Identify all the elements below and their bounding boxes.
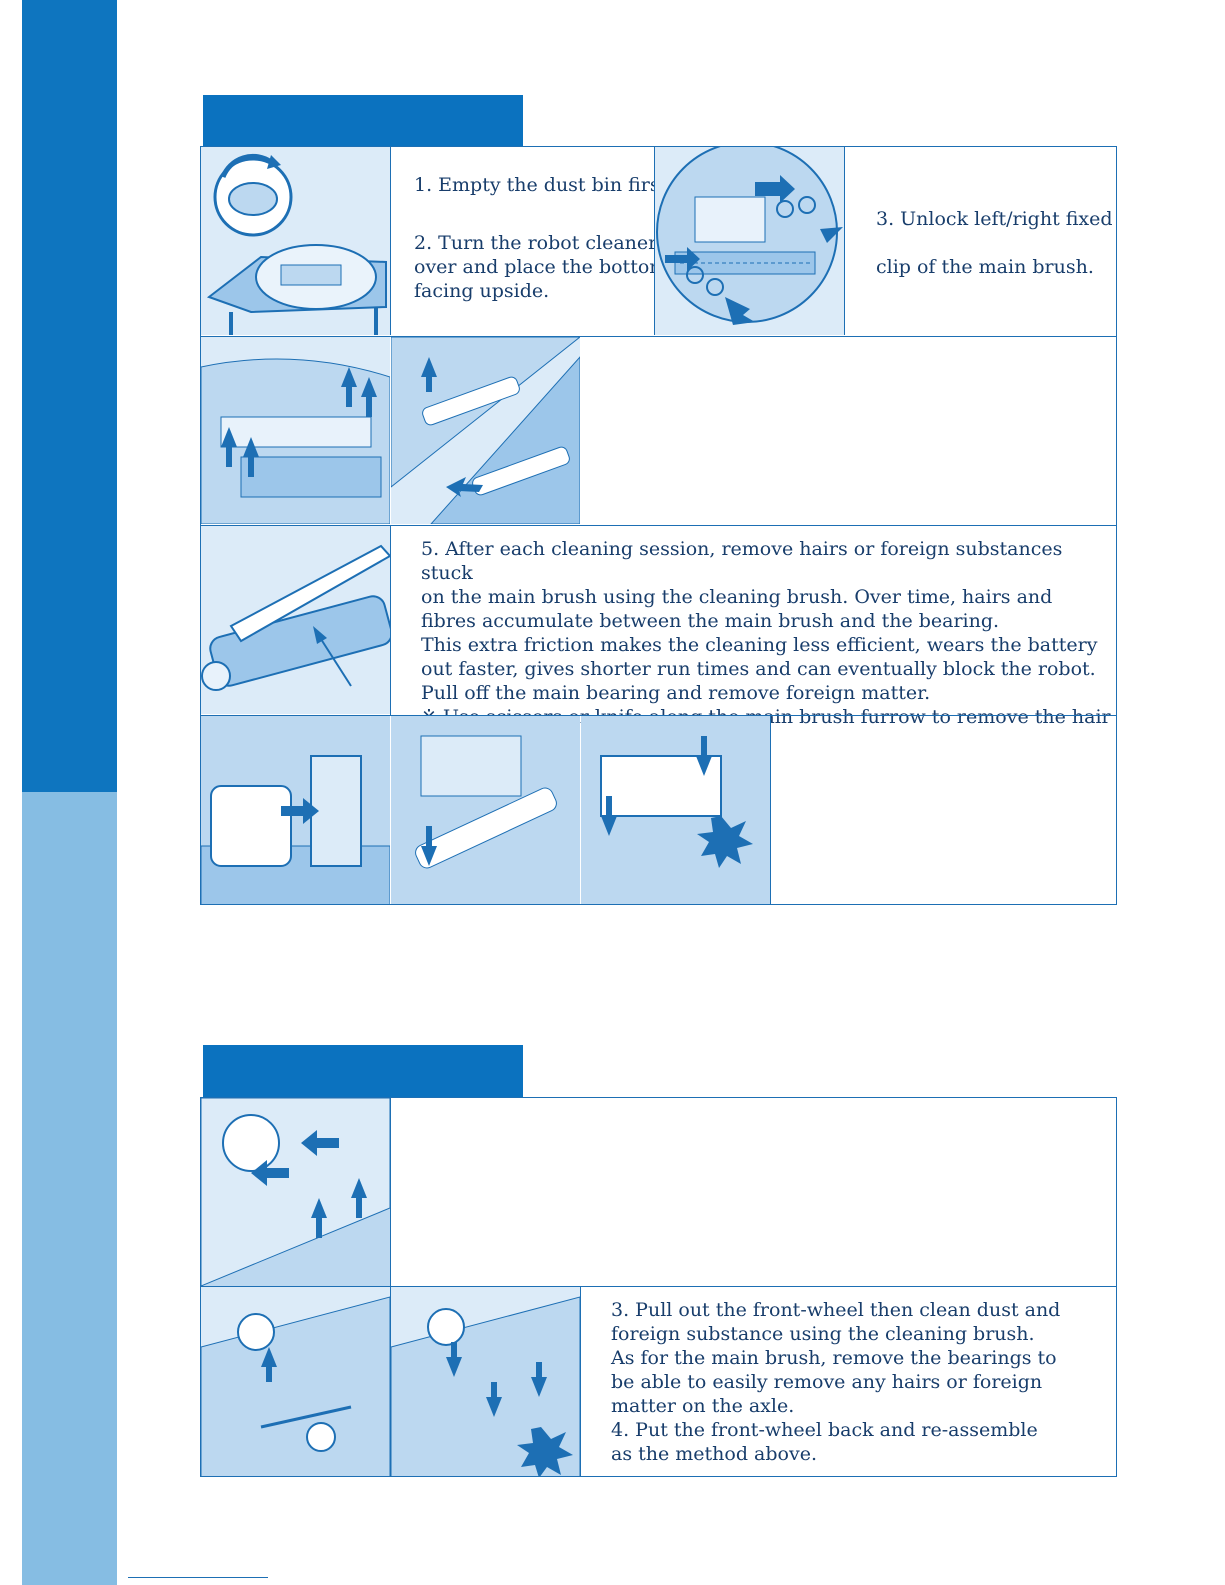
section-2-panel: 3. Pull out the front-wheel then clean d… — [200, 1097, 1117, 1477]
insert-bearing-drawing — [201, 716, 390, 904]
pull-out-front-wheel-drawing — [201, 1287, 390, 1476]
cleaning-brush-drawing — [201, 526, 390, 714]
lift-brush-cover-drawing — [201, 337, 390, 524]
remove-main-brush-drawing — [391, 337, 580, 524]
illustration-lift-brush-cover — [201, 337, 390, 524]
illustration-open-front-wheel-cover — [201, 1098, 390, 1286]
divider — [201, 336, 1116, 337]
step-5-text: 5. After each cleaning session, remove h… — [421, 538, 1111, 752]
step-1-text: 1. Empty the dust bin first. — [414, 174, 674, 196]
section-1-panel: 1. Empty the dust bin first. 2. Turn the… — [200, 146, 1117, 905]
divider — [844, 147, 845, 335]
divider — [201, 525, 1116, 526]
step-3-text: 3. Unlock left/right fixed clip of the m… — [876, 208, 1113, 278]
footer-underline — [128, 1577, 268, 1578]
step-2-text: 2. Turn the robot cleaner over and place… — [414, 232, 668, 302]
section-1-header-bar — [203, 95, 523, 147]
illustration-robot-underside-clips — [655, 147, 844, 335]
illustration-snap-cover — [581, 716, 770, 904]
sidebar-dark-band — [22, 0, 117, 792]
illustration-remove-main-brush — [391, 337, 580, 524]
illustration-insert-bearing — [201, 716, 390, 904]
snap-cover-drawing — [581, 716, 770, 904]
robot-on-table-drawing — [201, 147, 390, 335]
open-front-wheel-cover-drawing — [201, 1098, 390, 1286]
divider — [390, 1098, 391, 1286]
illustration-pull-out-front-wheel — [201, 1287, 390, 1476]
divider — [654, 147, 655, 335]
illustration-robot-on-table — [201, 147, 390, 335]
divider — [390, 147, 391, 335]
step-3-4-text: 3. Pull out the front-wheel then clean d… — [611, 1299, 1061, 1465]
divider — [770, 716, 771, 904]
divider — [390, 1287, 391, 1476]
divider — [201, 715, 1116, 716]
illustration-reinsert-main-brush — [391, 716, 580, 904]
reinsert-main-brush-drawing — [391, 716, 580, 904]
divider — [201, 1286, 1116, 1287]
section-2-header-bar — [203, 1045, 523, 1097]
sidebar-light-band — [22, 792, 117, 1585]
robot-underside-clips-drawing — [655, 147, 844, 335]
divider — [390, 526, 391, 715]
divider — [580, 1287, 581, 1476]
illustration-cleaning-brush-on-main-brush — [201, 526, 390, 714]
reinsert-front-wheel-drawing — [391, 1287, 580, 1476]
illustration-reinsert-front-wheel — [391, 1287, 580, 1476]
